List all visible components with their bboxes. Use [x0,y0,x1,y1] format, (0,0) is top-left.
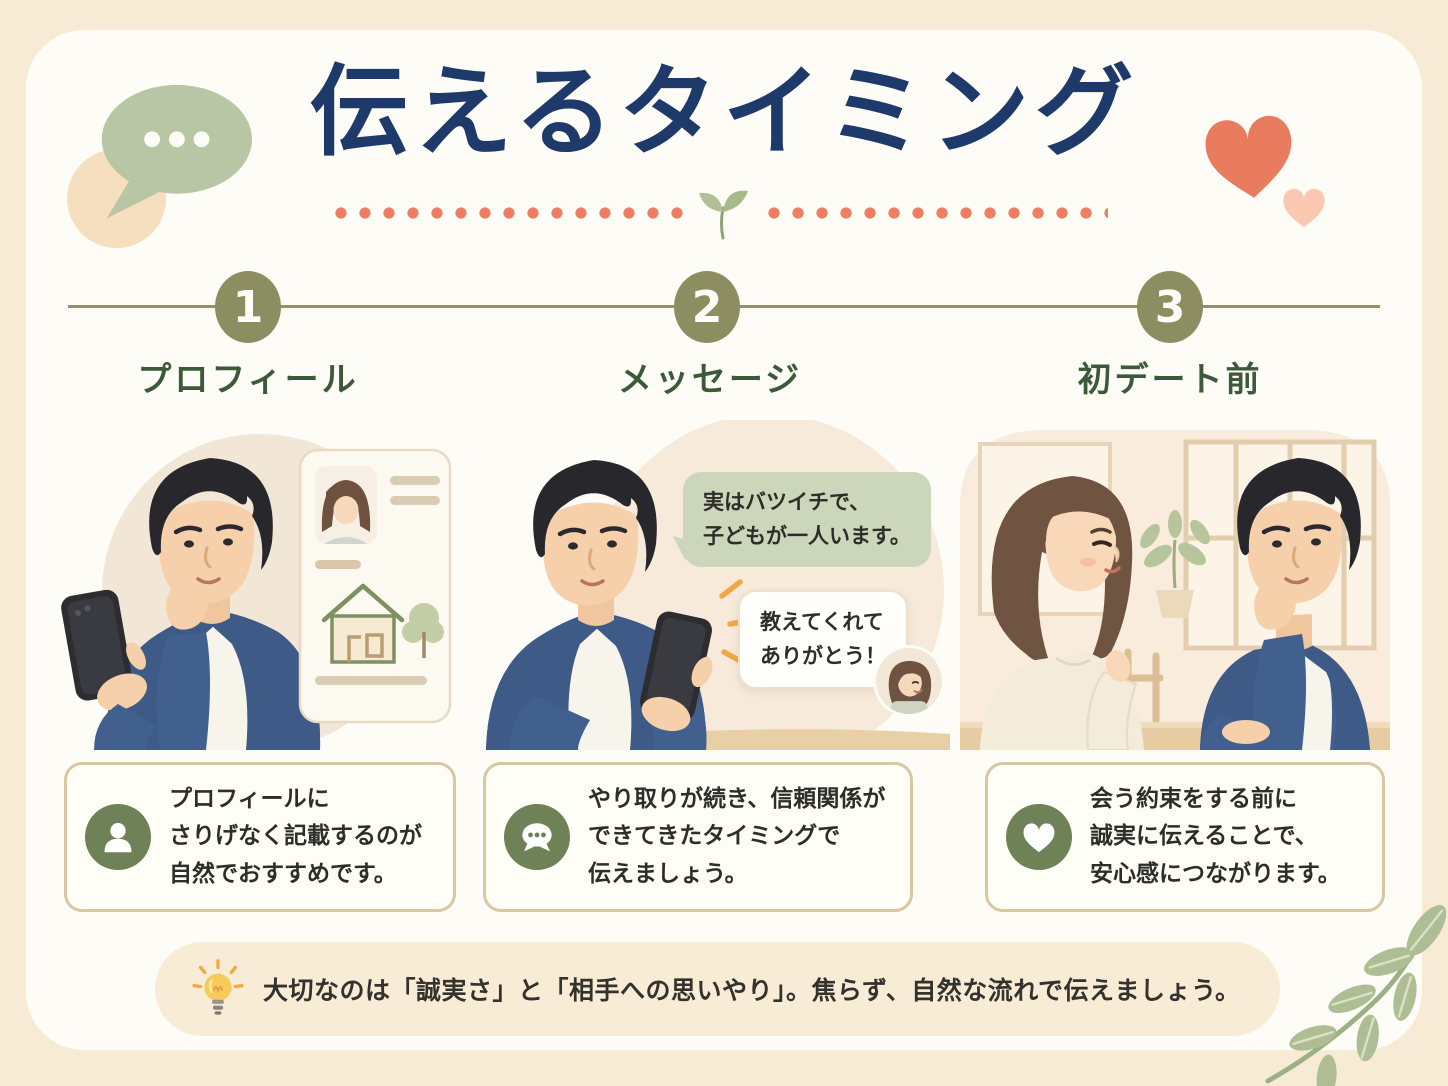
step-circle-2: 2 [674,271,740,343]
chat-icon [504,804,570,870]
card-text-line: さりげなく記載するのが [169,823,422,850]
step-number: 3 [1154,281,1186,333]
heart-icon [1203,113,1325,228]
step-number: 1 [232,281,264,333]
tip-bar: 大切なのは「誠実さ」と「相手への思いやり」。焦らず、自然な流れで伝えましょう。 [155,942,1280,1036]
illustration-message [470,420,950,750]
man-figure [1200,458,1370,750]
step-label-profile: プロフィール [137,360,359,400]
plant [1140,510,1210,618]
illustration-profile [60,420,460,750]
lightbulb-icon [192,959,244,1015]
dotted-divider-left [335,207,687,219]
tip-text: 大切なのは「誠実さ」と「相手への思いやり」。焦らず、自然な流れで伝えましょう。 [263,976,1241,1005]
bubble-line: 教えてくれて [760,610,884,634]
man-texting-figure [486,460,755,750]
step-label-first-date: 初デート前 [1077,360,1263,400]
profile-card [298,448,452,724]
bubble-line: 子どもが一人います。 [703,523,911,548]
heart-icon [1006,804,1072,870]
card-text: やり取りが続き、信頼関係が できてきたタイミングで 伝えましょう。 [588,781,885,893]
card-text-line: 伝えましょう。 [588,860,748,887]
card-text-line: 自然でおすすめです。 [169,860,397,887]
leaf-branch-icon [1265,905,1447,1086]
reply-avatar [876,648,942,714]
card-text: プロフィールに さりげなく記載するのが 自然でおすすめです。 [169,781,422,893]
info-card-message: やり取りが続き、信頼関係が できてきたタイミングで 伝えましょう。 [483,762,913,912]
step-circle-1: 1 [215,271,281,343]
step-label-message: メッセージ [617,360,803,400]
info-card-profile: プロフィールに さりげなく記載するのが 自然でおすすめです。 [64,762,456,912]
man-browsing-figure [61,458,321,750]
info-card-first-date: 会う約束をする前に 誠実に伝えることで、 安心感につながります。 [985,762,1385,912]
card-text-line: 安心感につながります。 [1090,860,1341,887]
bubble-line: 実はバツイチで、 [703,490,871,514]
card-text: 会う約束をする前に 誠実に伝えることで、 安心感につながります。 [1090,781,1341,893]
card-text-line: やり取りが続き、信頼関係が [588,786,886,813]
page-title: 伝えるタイミング [309,55,1139,170]
speech-bubble-icon [67,84,253,249]
card-text-line: 会う約束をする前に [1090,786,1297,813]
illustration-first-date [960,420,1390,750]
bubble-tail [667,536,691,561]
sprout-icon [699,190,748,240]
bubble-line: ありがとう！ [760,643,886,668]
chat-bubble-sent: 実はバツイチで、 子どもが一人います。 [667,472,931,568]
step-circle-3: 3 [1137,271,1203,343]
card-text-line: 誠実に伝えることで、 [1090,823,1318,850]
card-text-line: できてきたタイミングで [588,823,841,850]
person-icon [85,804,151,870]
woman-figure [980,476,1144,750]
dotted-divider-right [768,207,1108,219]
step-number: 2 [691,281,723,333]
card-text-line: プロフィールに [169,786,330,813]
